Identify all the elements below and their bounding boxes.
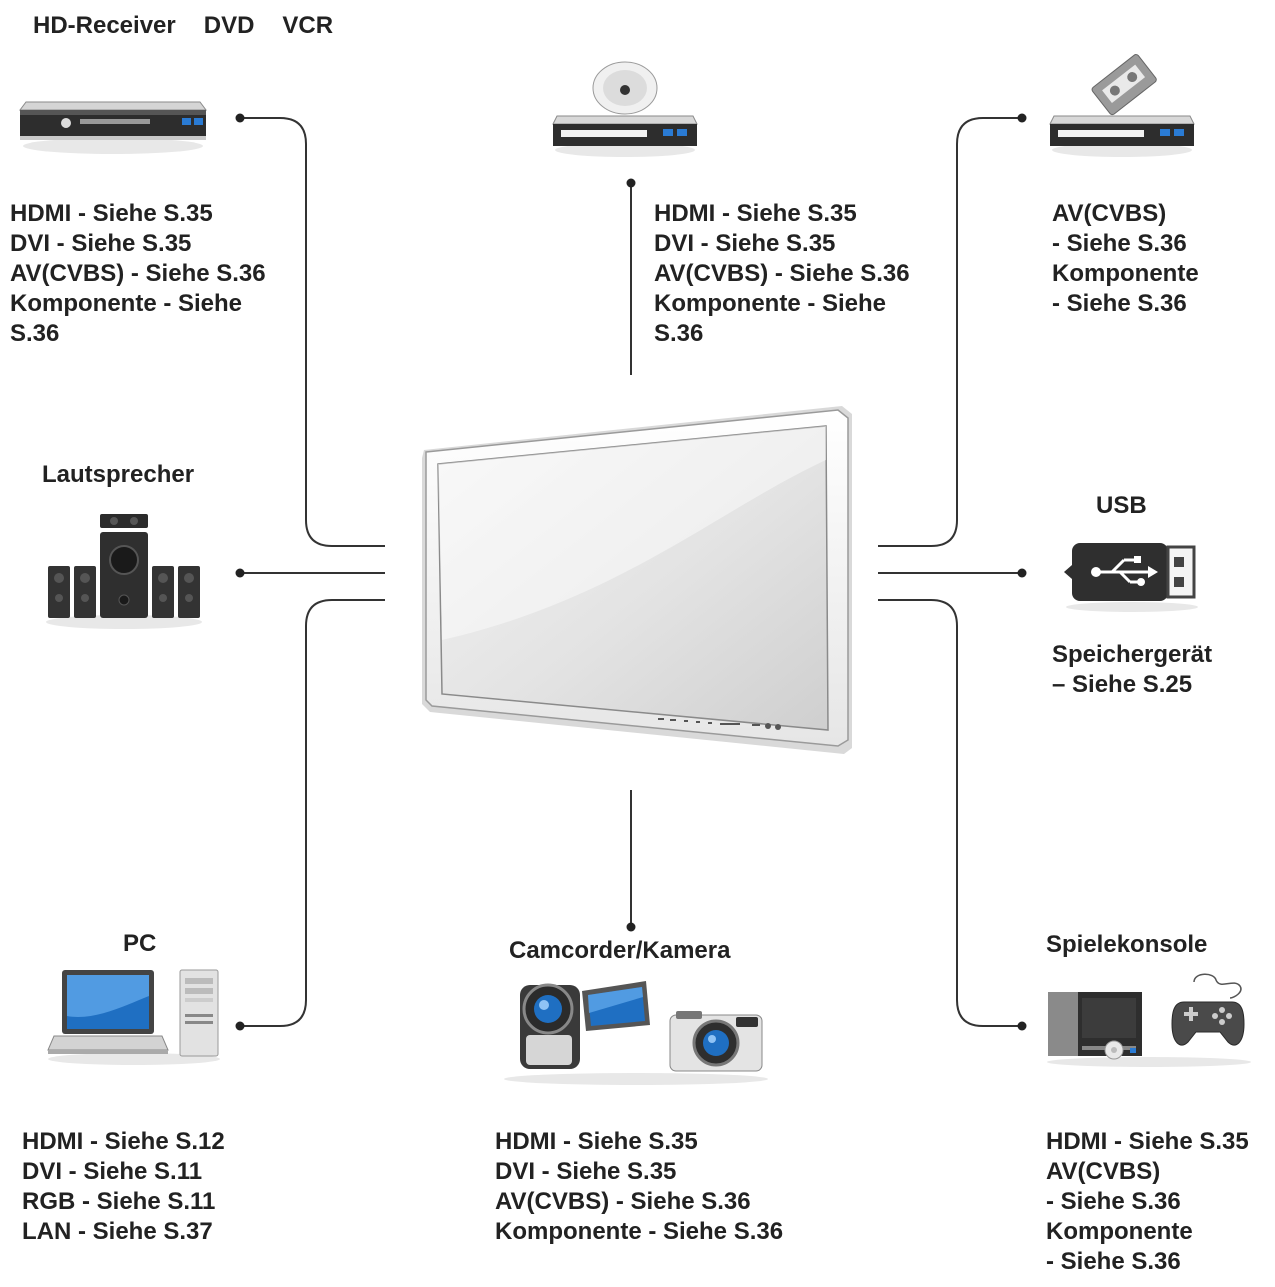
text-line: - Siehe S.36	[1046, 1248, 1181, 1275]
text-line: DVI - Siehe S.11	[22, 1158, 203, 1185]
text-line: S.36	[654, 320, 704, 347]
text-line: DVI - Siehe S.35	[10, 230, 192, 257]
usb-stick-icon	[1064, 543, 1198, 612]
dvd-label: DVD	[203, 12, 255, 39]
camcorder-title: Camcorder/Kamera	[509, 937, 731, 964]
text-line: AV(CVBS)	[1052, 200, 1167, 227]
text-line: LAN - Siehe S.37	[22, 1218, 213, 1245]
text-line: Komponente - Siehe	[10, 290, 243, 317]
set-top-box-icon	[19, 101, 207, 154]
dvd-connections: HDMI - Siehe S.35 DVI - Siehe S.35 AV(CV…	[654, 199, 910, 349]
text-line: AV(CVBS) - Siehe S.36	[654, 260, 910, 287]
dvd-player-icon	[552, 61, 698, 157]
vcr-connections: AV(CVBS) - Siehe S.36 Komponente - Siehe…	[1052, 199, 1199, 319]
monitor-icon	[422, 406, 852, 754]
text-line: - Siehe S.36	[1052, 290, 1187, 317]
text-line: Komponente	[1046, 1218, 1193, 1245]
text-line: DVI - Siehe S.35	[654, 230, 836, 257]
text-line: - Siehe S.36	[1046, 1188, 1181, 1215]
usb-title: USB	[1096, 492, 1147, 519]
text-line: S.36	[10, 320, 60, 347]
text-line: DVI - Siehe S.35	[495, 1158, 677, 1185]
text-line: – Siehe S.25	[1052, 671, 1193, 698]
vcr-icon	[1049, 54, 1195, 157]
game-console-icon	[1047, 973, 1251, 1067]
text-line: HDMI - Siehe S.35	[654, 200, 857, 227]
text-line: Komponente - Siehe S.36	[495, 1218, 784, 1245]
hd-receiver-connections: HDMI - Siehe S.35 DVI - Siehe S.35 AV(CV…	[10, 199, 266, 349]
console-connections: HDMI - Siehe S.35 AV(CVBS) - Siehe S.36 …	[1046, 1127, 1249, 1277]
text-line: HDMI - Siehe S.35	[495, 1128, 698, 1155]
text-line: HDMI - Siehe S.12	[22, 1128, 225, 1155]
text-line: AV(CVBS) - Siehe S.36	[495, 1188, 751, 1215]
usb-connections: Speichergerät – Siehe S.25	[1052, 640, 1212, 700]
camcorder-connections: HDMI - Siehe S.35 DVI - Siehe S.35 AV(CV…	[495, 1127, 783, 1247]
text-line: AV(CVBS)	[1046, 1158, 1161, 1185]
hd-receiver-label: HD-Receiver	[33, 12, 176, 39]
camcorder-camera-icon	[504, 981, 768, 1085]
text-line: HDMI - Siehe S.35	[10, 200, 213, 227]
pc-connections: HDMI - Siehe S.12 DVI - Siehe S.11 RGB -…	[22, 1127, 225, 1247]
speakers-title: Lautsprecher	[42, 461, 195, 488]
text-line: Speichergerät	[1052, 641, 1213, 668]
speaker-system-icon	[46, 514, 202, 629]
text-line: Komponente - Siehe	[654, 290, 887, 317]
console-title: Spielekonsole	[1046, 931, 1208, 958]
text-line: HDMI - Siehe S.35	[1046, 1128, 1249, 1155]
laptop-pc-icon	[47, 969, 220, 1065]
pc-title: PC	[123, 930, 157, 957]
vcr-label: VCR	[282, 12, 334, 39]
text-line: Komponente	[1052, 260, 1199, 287]
text-line: AV(CVBS) - Siehe S.36	[10, 260, 266, 287]
hd-receiver-title: HD-Receiver DVD VCR	[33, 12, 333, 40]
text-line: RGB - Siehe S.11	[22, 1188, 216, 1215]
text-line: - Siehe S.36	[1052, 230, 1187, 257]
